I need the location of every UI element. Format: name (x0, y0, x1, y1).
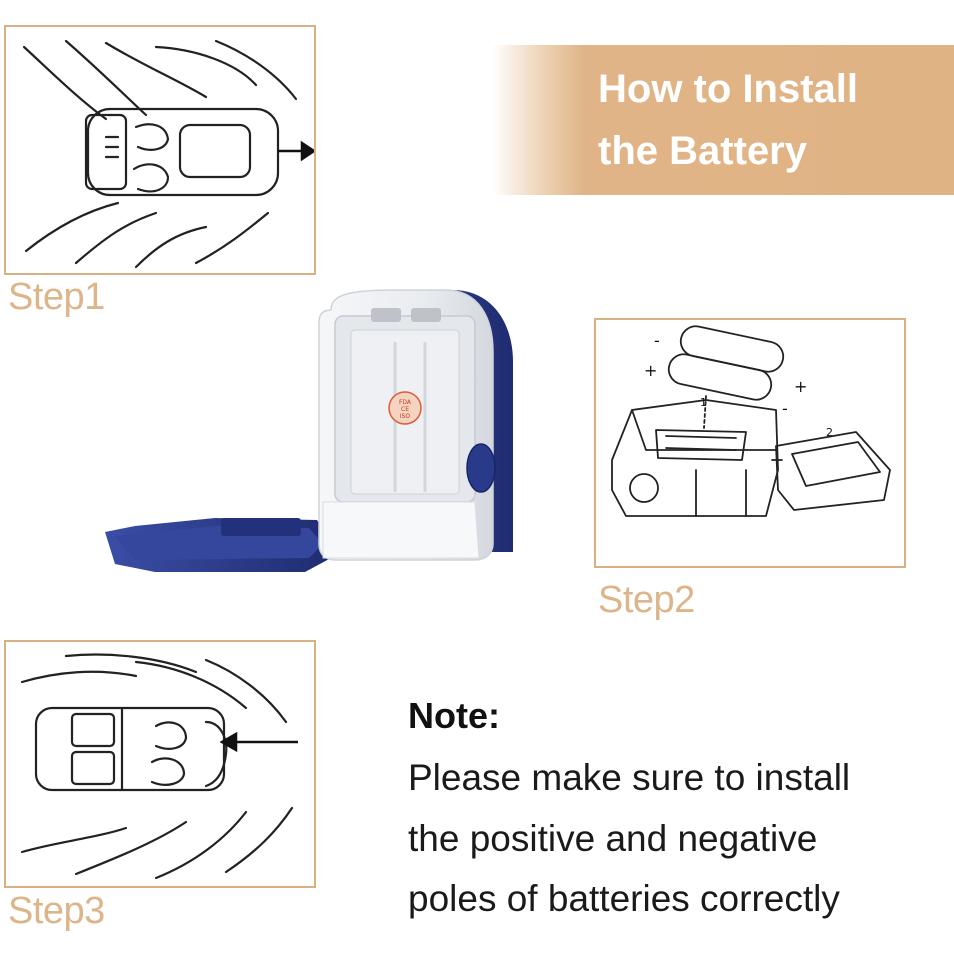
note-title: Note: (408, 695, 500, 736)
step1-frame (4, 25, 316, 275)
seal-line2: CE (401, 406, 409, 413)
step2-illustration: - + + - 1 2 (611, 325, 891, 517)
battery-cover (105, 518, 331, 572)
battery-minus-top: - (654, 331, 660, 350)
step1-illustration (22, 39, 314, 269)
title-banner: How to Install the Battery (492, 45, 954, 195)
oximeter-device-photo: FDA CE ISO (105, 289, 513, 572)
note-line-2: the positive and negative (408, 818, 818, 859)
battery-plus-left: + (644, 361, 657, 380)
step3-label: Step3 (8, 890, 105, 932)
battery-minus-right: - (782, 399, 788, 418)
step3-illustration (20, 653, 298, 880)
step3-frame (4, 640, 316, 888)
seal-line3: ISO (400, 413, 411, 420)
seal-line1: FDA (399, 399, 412, 406)
device-body: FDA CE ISO (318, 289, 513, 561)
note-line-3: poles of batteries correctly (408, 878, 840, 919)
banner-title-line1: How to Install (598, 67, 858, 111)
banner-title-line2: the Battery (598, 129, 807, 173)
step2-label: Step2 (598, 579, 695, 621)
note-line-1: Please make sure to install (408, 757, 851, 798)
diagram-number-1: 1 (700, 396, 707, 409)
battery-plus-right: + (794, 377, 807, 396)
diagram-number-2: 2 (826, 426, 833, 439)
step2-frame: - + + - 1 2 (594, 318, 906, 568)
step1-label: Step1 (8, 276, 105, 318)
